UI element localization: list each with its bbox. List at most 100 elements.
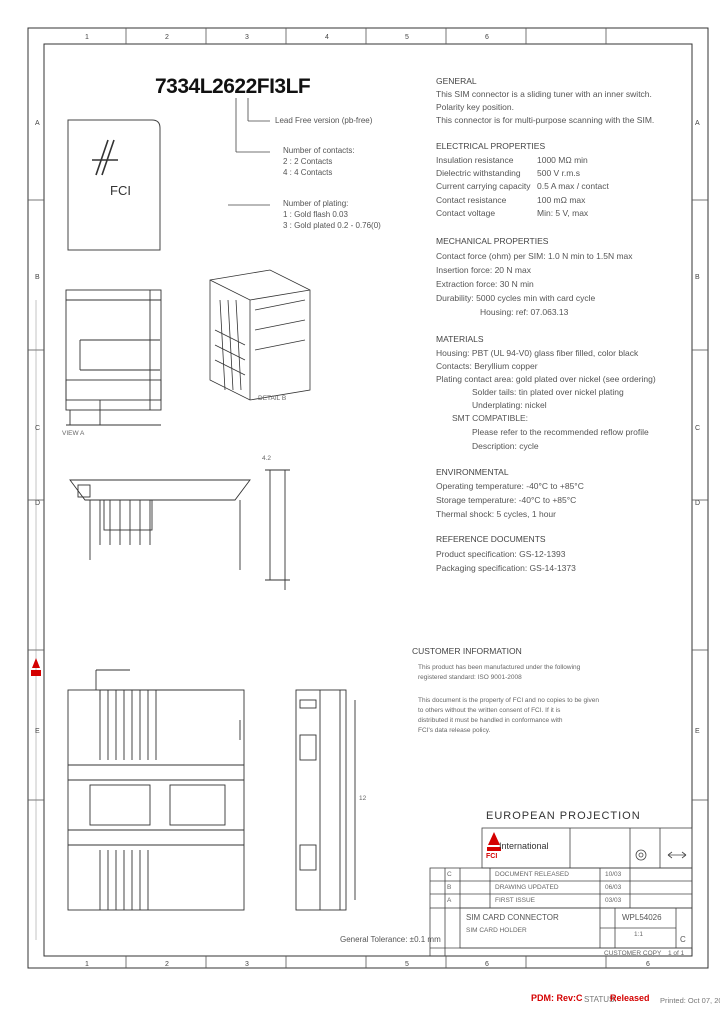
sheet-rev: C <box>680 935 686 944</box>
rev-row-3-desc: FIRST ISSUE <box>495 897 535 904</box>
mechanical-line-2: Insertion force: 20 N max <box>436 265 531 275</box>
rev-row-2-desc: DRAWING UPDATED <box>495 884 559 891</box>
grid-row-c-right: C <box>695 425 701 432</box>
mechanical-line-5: Housing: ref: 07.063.13 <box>480 307 569 317</box>
mechanical-line-3: Extraction force: 30 N min <box>436 279 534 289</box>
rev-row-2-rev: B <box>447 884 452 891</box>
notes-line-2: registered standard: ISO 9001-2008 <box>418 674 522 681</box>
general-tolerance: General Tolerance: ±0.1 mm <box>340 935 441 944</box>
materials-line-2: Contacts: Beryllium copper <box>436 361 538 371</box>
electrical-label-1: Insulation resistance <box>436 155 514 165</box>
environmental-line-1: Operating temperature: -40°C to +85°C <box>436 481 584 491</box>
grid-col-1: 1 <box>85 34 89 41</box>
svg-text:FCI: FCI <box>110 183 131 198</box>
mechanical-line-4: Durability: 5000 cycles min with card cy… <box>436 293 596 303</box>
left-margin-stamp <box>31 300 41 940</box>
drawing-subtitle: SIM CARD HOLDER <box>466 927 527 934</box>
dimension-b: 12 <box>359 795 367 802</box>
section-view-drawing <box>295 689 356 911</box>
rev-row-2-date: 06/03 <box>605 884 622 891</box>
callout-contacts-title: Number of contacts: <box>283 146 355 155</box>
grid-col-3: 3 <box>245 34 249 41</box>
grid-col-5: 5 <box>405 34 409 41</box>
materials-line-1: Housing: PBT (UL 94-V0) glass fiber fill… <box>436 348 639 358</box>
status-badge: Released <box>610 993 650 1003</box>
electrical-value-1: 1000 MΩ min <box>537 155 588 165</box>
drawing-title: SIM CARD CONNECTOR <box>466 913 559 922</box>
projection-label: EUROPEAN PROJECTION <box>486 810 641 822</box>
materials-line-7: Please refer to the recommended reflow p… <box>472 427 649 437</box>
doc-number: WPL54026 <box>622 913 662 922</box>
detail-label: DETAIL B <box>258 395 287 402</box>
plan-view-drawing <box>67 669 245 911</box>
notes-line-4: This document is the property of FCI and… <box>418 697 600 704</box>
fci-title-logo <box>487 832 501 851</box>
fci-logo-card: FCI <box>67 119 161 251</box>
grid-ticks <box>28 28 708 968</box>
electrical-value-2: 500 V r.m.s <box>537 168 580 178</box>
projection-symbol <box>635 849 687 861</box>
electrical-label-3: Current carrying capacity <box>436 181 531 191</box>
grid-row-a-right: A <box>695 120 700 127</box>
references-line-2: Packaging specification: GS-14-1373 <box>436 563 576 573</box>
notes-line-7: FCI's data release policy. <box>418 727 491 734</box>
grid-col-4: 4 <box>325 34 329 41</box>
front-view-drawing <box>69 469 290 590</box>
grid-row-e-right: E <box>695 728 700 735</box>
rev-row-3-date: 03/03 <box>605 897 622 904</box>
side-view-drawing <box>65 289 162 426</box>
company-logo-text: FCI <box>486 853 498 860</box>
section-label: VIEW A <box>62 430 85 437</box>
grid-row-b-right: B <box>695 274 700 281</box>
grid-col-1-bottom: 1 <box>85 961 89 968</box>
callout-contacts-option-2: 4 : 4 Contacts <box>283 168 333 177</box>
grid-col-2-bottom: 2 <box>165 961 169 968</box>
general-line-2: Polarity key position. <box>436 102 514 112</box>
environmental-heading: ENVIRONMENTAL <box>436 467 509 477</box>
electrical-label-5: Contact voltage <box>436 208 496 218</box>
notes-line-6: distributed it must be handled in confor… <box>418 717 563 724</box>
materials-line-3: Plating contact area: gold plated over n… <box>436 374 656 384</box>
general-line-1: This SIM connector is a sliding tuner wi… <box>436 89 652 99</box>
electrical-value-4: 100 mΩ max <box>537 195 586 205</box>
materials-line-5: Underplating: nickel <box>472 400 547 410</box>
callout-leaders <box>228 98 270 206</box>
electrical-label-2: Dielectric withstanding <box>436 168 521 178</box>
notes-line-5: to others without the written consent of… <box>418 707 561 714</box>
mechanical-heading: MECHANICAL PROPERTIES <box>436 236 549 246</box>
materials-line-4: Solder tails: tin plated over nickel pla… <box>472 387 624 397</box>
materials-line-6: SMT COMPATIBLE: <box>452 413 529 423</box>
outer-border <box>27 27 709 969</box>
grid-col-6-bottom: 6 <box>485 961 489 968</box>
title-block <box>429 827 693 956</box>
grid-row-d-right: D <box>695 500 701 507</box>
notes-heading: CUSTOMER INFORMATION <box>412 646 522 656</box>
electrical-label-4: Contact resistance <box>436 195 507 205</box>
part-number-title: 7334L2622FI3LF <box>155 75 311 98</box>
grid-row-d: D <box>35 500 41 507</box>
grid-col-6: 6 <box>485 34 489 41</box>
references-line-1: Product specification: GS-12-1393 <box>436 549 566 559</box>
electrical-heading: ELECTRICAL PROPERTIES <box>436 141 546 151</box>
general-line-3: This connector is for multi-purpose scan… <box>436 115 655 125</box>
rev-row-3-rev: A <box>447 897 452 904</box>
grid-row-c: C <box>35 425 41 432</box>
callout-lead-free: Lead Free version (pb-free) <box>275 116 373 125</box>
grid-col-2: 2 <box>165 34 169 41</box>
notes-line-1: This product has been manufactured under… <box>418 664 581 671</box>
pdm-revision: PDM: Rev:C <box>531 993 583 1003</box>
customer-copy: CUSTOMER COPY <box>604 950 662 957</box>
environmental-line-2: Storage temperature: -40°C to +85°C <box>436 495 577 505</box>
grid-row-b: B <box>35 274 40 281</box>
electrical-value-3: 0.5 A max / contact <box>537 181 609 191</box>
printed-date: Printed: Oct 07, 2005 <box>660 996 720 1005</box>
rev-row-1-rev: C <box>447 871 452 878</box>
electrical-value-5: Min: 5 V, max <box>537 208 589 218</box>
callout-plating-title: Number of plating: <box>283 199 349 208</box>
environmental-line-3: Thermal shock: 5 cycles, 1 hour <box>436 509 556 519</box>
scale: 1:1 <box>634 931 644 938</box>
mechanical-line-1: Contact force (ohm) per SIM: 1.0 N min t… <box>436 251 633 261</box>
company-name: International <box>499 841 549 851</box>
callout-plating-option-2: 3 : Gold plated 0.2 - 0.76(0) <box>283 221 381 230</box>
